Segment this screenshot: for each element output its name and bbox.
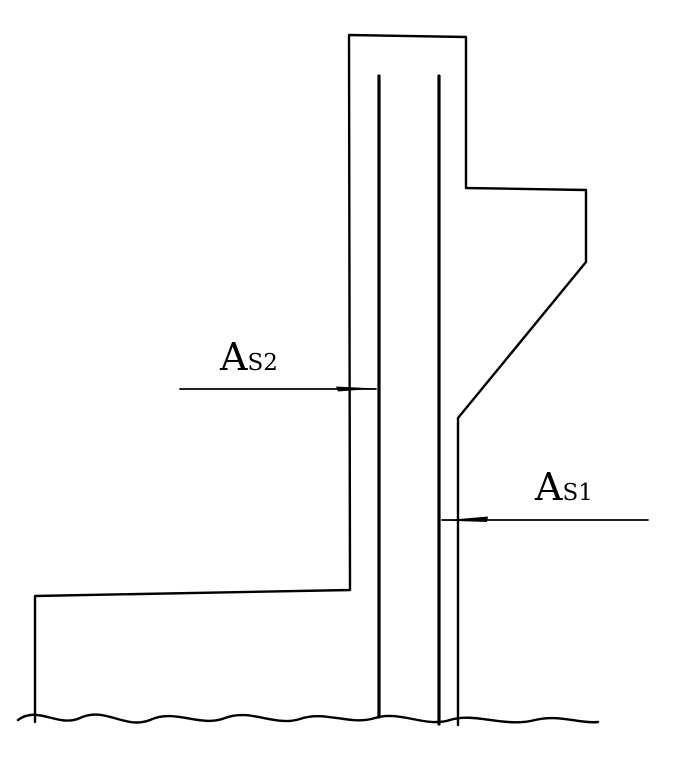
label-as1-main: A	[534, 465, 563, 509]
wall-outline	[33, 33, 588, 727]
label-as2-sub: S2	[247, 350, 277, 376]
label-as2: AS2	[219, 335, 278, 379]
label-as1-sub: S1	[562, 480, 592, 506]
leader-as1-arrowhead	[442, 516, 488, 522]
label-as1: AS1	[534, 465, 593, 509]
leader-as2-arrowhead	[336, 386, 376, 392]
label-as2-main: A	[219, 335, 248, 379]
ground-line	[16, 713, 600, 724]
